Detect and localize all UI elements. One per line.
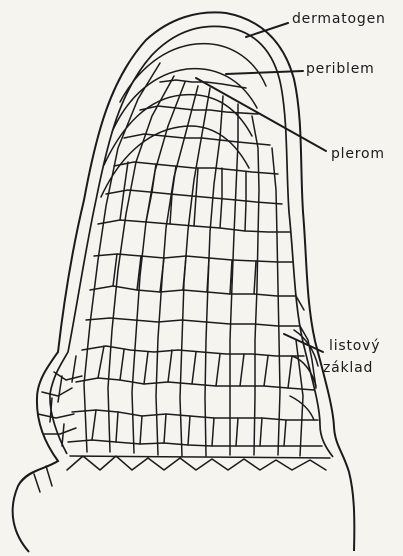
label-dermatogen: dermatogen <box>292 11 386 27</box>
label-listovy: listový <box>329 338 380 354</box>
leader-line-dermatogen <box>246 23 288 37</box>
leader-line-listovy <box>284 334 323 352</box>
label-periblem: periblem <box>306 61 375 77</box>
dermatogen-layer <box>50 26 333 457</box>
label-zaklad: základ <box>323 360 373 376</box>
cell-network <box>18 44 330 492</box>
label-plerom: plerom <box>331 146 385 162</box>
